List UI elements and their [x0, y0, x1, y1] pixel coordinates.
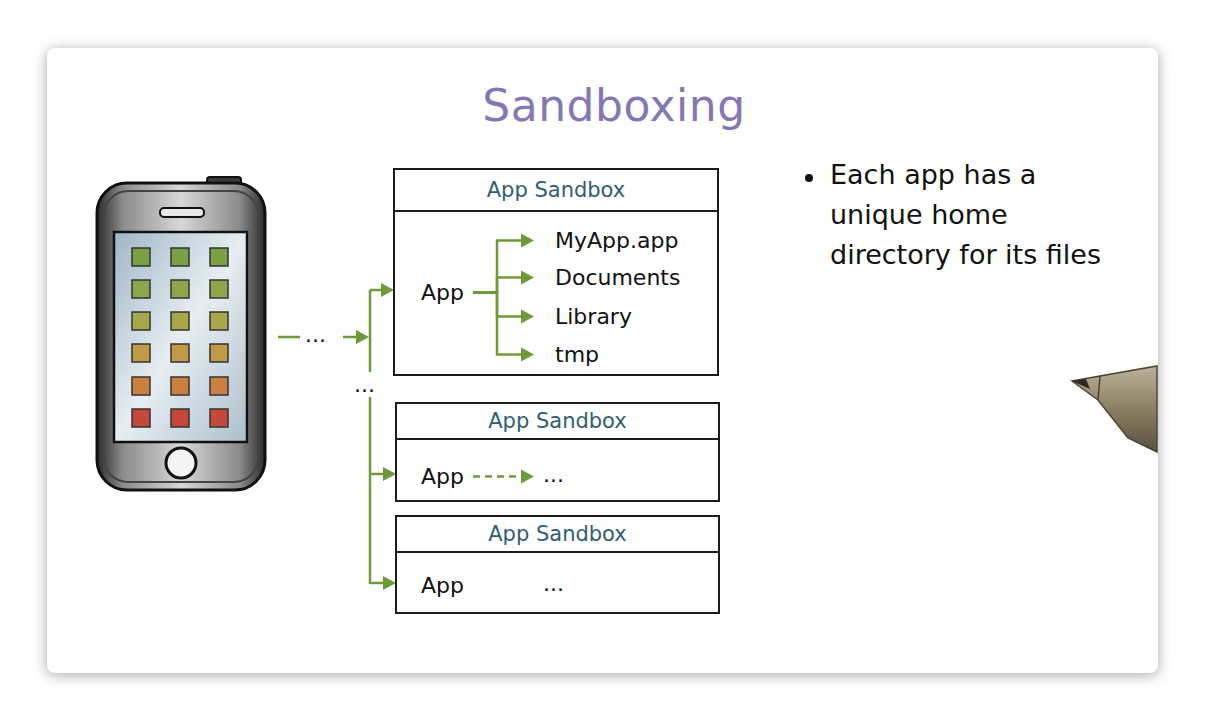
item-text: tmp	[555, 342, 599, 367]
branch-arrow	[473, 234, 534, 293]
bullet-note: Each app has a unique home directory for…	[830, 155, 1120, 275]
sandbox-box: App SandboxApp...	[395, 402, 720, 502]
sandbox-box: App SandboxApp...	[395, 515, 720, 614]
distribution-arrowheads	[356, 283, 396, 590]
phone-illustration	[97, 177, 265, 490]
directory-item: App	[420, 464, 465, 489]
directory-item: tmp	[554, 342, 600, 367]
directory-item: Documents	[554, 265, 681, 290]
bullet-dot	[805, 174, 813, 182]
item-text: MyApp.app	[555, 228, 678, 253]
directory-item: Library	[554, 304, 633, 329]
directory-item: App	[420, 573, 465, 598]
item-text: App	[421, 573, 464, 598]
item-text: App	[421, 464, 464, 489]
branch-arrow	[473, 293, 534, 324]
item-text: Documents	[555, 265, 680, 290]
pen-illustration	[1072, 366, 1157, 452]
directory-item: ...	[542, 462, 565, 487]
item-text: ...	[543, 571, 564, 596]
item-text: ...	[543, 462, 564, 487]
directory-item: MyApp.app	[554, 228, 679, 253]
directory-item: App	[420, 280, 465, 305]
branch-arrow	[473, 293, 534, 362]
ellipsis-label: ...	[303, 322, 328, 347]
dashed-arrow	[473, 470, 534, 484]
distribution-arrows	[278, 290, 384, 584]
ellipsis-label: ...	[352, 372, 377, 397]
sandbox-header: App Sandbox	[397, 404, 718, 440]
directory-item: ...	[542, 571, 565, 596]
item-text: App	[421, 280, 464, 305]
slide-title: Sandboxing	[0, 80, 1228, 131]
sandbox-box: App SandboxApp MyApp.appDocumentsLibrary t…	[393, 168, 719, 376]
item-text: Library	[555, 304, 632, 329]
sandbox-header: App Sandbox	[395, 170, 717, 212]
sandbox-header: App Sandbox	[397, 517, 718, 553]
branch-arrow	[473, 271, 534, 293]
